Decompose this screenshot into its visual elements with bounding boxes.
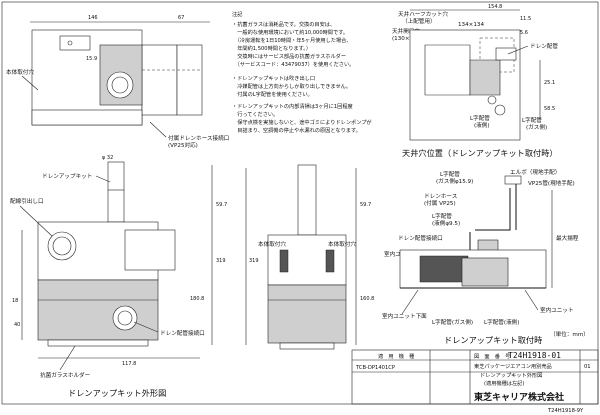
label-fixing-hole-plan: 本体取付穴 xyxy=(6,68,34,76)
install-unit-note: （単位：mm） xyxy=(550,330,589,338)
note-line-0: ・抗菌ガラスは消耗品です。交換の目安は、 xyxy=(232,20,335,28)
front-drain-pipe xyxy=(107,161,125,223)
title-block: 適 用 機 種 図 面 番 号 T24H1918-01 TCB-DP1401CP… xyxy=(351,349,599,414)
dim-40: 40 xyxy=(14,322,20,328)
side-view: 本体取付穴 本体取付穴 59.7 160.8 319 xyxy=(245,164,374,350)
dim-58-5: 58.5 xyxy=(544,106,555,112)
tb-applicable-models: 適 用 機 種 xyxy=(378,352,414,360)
sheet-frame xyxy=(1,1,599,405)
front-body-lower xyxy=(37,279,159,341)
label-lift-height: 最大揚程 xyxy=(556,234,579,242)
note-line-11: 保守点検を実施しないと、途中ゴミによりドレンポンプが xyxy=(232,118,372,126)
label-upper-piping: （上配管用） xyxy=(402,17,436,25)
dim-154-8: 154.8 xyxy=(488,4,502,10)
label-gas: (ガス側) xyxy=(526,123,547,131)
dim-25-1: 25.1 xyxy=(544,80,555,86)
note-line-6: ・ドレンアップキットは吹き出し口 xyxy=(232,74,315,82)
label-l-pipe-gas-ceiling: L字配管 xyxy=(522,116,542,124)
dim-59-7-front: 59.7 xyxy=(216,202,227,208)
label-drain-hose-port: 付属ドレンホース接続口 xyxy=(168,134,229,142)
ceiling-view: 154.8 天井ハーフカット穴 （上配管用） 天井開口穴 (130×140) 1… xyxy=(392,4,558,158)
tb-desc-line3: (適用機種は左記) xyxy=(484,379,524,387)
label-drain-pipe-port: ドレン配管接続口 xyxy=(160,329,205,337)
install-view: エルボ（現地手配） L字配管 (ガス側φ15.9) VP25管(現地手配) ドレ… xyxy=(382,168,589,345)
label-l-pipe-liquid-install: L字配管 xyxy=(432,212,452,220)
label-indoor-unit-bottom: 室内ユニット下面 xyxy=(382,312,427,320)
note-line-12: 目詰まり、空調機の停止や水漏れの原因となります。 xyxy=(232,126,361,134)
label-ceiling-size: (130×140) xyxy=(392,36,422,42)
label-glass-holder: 抗菌ガラスホルダー xyxy=(40,371,91,379)
note-line-3: 年間約1,500時間となります。） xyxy=(232,44,311,52)
dim-146: 146 xyxy=(88,15,98,21)
note-line-10: 行ってください。 xyxy=(232,110,278,118)
dim-160-8-side: 160.8 xyxy=(360,296,374,302)
note-line-2: （冷房運転を1日10時間・年5ヶ月使用した場合、 xyxy=(232,36,352,44)
dim-180-8: 180.8 xyxy=(190,296,204,302)
drain-up-kit-block xyxy=(419,255,469,283)
label-l-pipe-liquid-bottom: L字配管(液側) xyxy=(484,318,519,326)
dim-18: 18 xyxy=(12,298,18,304)
label-knockout: 天井ハーフカット穴 xyxy=(398,10,448,18)
tb-model: TCB-DP1401CP xyxy=(355,365,395,371)
label-liquid: (液側) xyxy=(474,121,490,129)
note-line-5: （サービスコード：43479037）を使用ください。 xyxy=(232,60,354,68)
plan-view: 146 67 15.9 本体取付穴 付属ドレンホース接続口 (VP25対応) xyxy=(6,15,229,149)
note-line-9: ・ドレンアップキットの内部清掃は3ヶ月に1回程度 xyxy=(232,102,353,110)
dim-15-9: 15.9 xyxy=(86,56,97,62)
notes-header: 注記 xyxy=(232,10,242,18)
label-vp25-local: VP25管(現地手配) xyxy=(528,179,575,187)
label-indoor-unit: 室内ユニット xyxy=(540,306,574,314)
note-line-7: 冷媒配管は上方向からしか取り出しできません。 xyxy=(232,82,351,90)
notes-block: 注記 ・抗菌ガラスは消耗品です。交換の目安は、 一般的な使用環境において約10,… xyxy=(232,10,372,134)
tb-code: T24H1918-9Y xyxy=(547,408,584,414)
label-drain-up-kit: ドレンアップキット xyxy=(42,173,92,180)
side-body-lower xyxy=(267,284,347,344)
dim-319-front: 319 xyxy=(216,258,226,264)
label-ceiling-drain-pipe: ドレン配管 xyxy=(530,42,558,50)
dim-phi-32: φ 32 xyxy=(102,155,113,161)
label-vp25: (付属 VP25) xyxy=(424,199,456,207)
label-liquid-size: (液側φ9.5) xyxy=(432,219,460,227)
note-line-4: 交換時にはサービス部品の抗菌ガラスホルダー xyxy=(232,52,346,60)
dim-117-8: 117.8 xyxy=(122,361,136,367)
label-l-pipe-gas-bottom: L字配管(ガス側) xyxy=(432,318,473,326)
dim-319-side: 319 xyxy=(249,258,259,264)
label-drain-hose: ドレンホース xyxy=(424,193,458,200)
tb-desc-line1: 東芝パッケージエアコン用別売品 xyxy=(474,362,552,370)
tb-drawing-no: T24H1918-01 xyxy=(508,351,561,360)
label-l-pipe-liquid: L字配管 xyxy=(470,114,490,122)
tb-brand: 東芝キャリア株式会社 xyxy=(474,391,564,403)
front-view: φ 32 59.7 319 18 40 180.8 117.8 ドレンアップキッ… xyxy=(10,155,227,398)
dim-11-5: 11.5 xyxy=(520,16,531,22)
dim-67: 67 xyxy=(178,15,184,21)
front-view-title: ドレンアップキット外形図 xyxy=(68,388,166,398)
label-ceiling-opening: 天井開口穴 xyxy=(392,27,420,35)
label-cutout-size: 134×134 xyxy=(458,22,484,28)
label-install-drain-port: ドレン配管接続口 xyxy=(398,234,443,242)
dim-59-7-side: 59.7 xyxy=(360,202,371,208)
label-elbow: エルボ（現地手配） xyxy=(510,168,560,176)
note-line-8: 付属のL字配管を使用ください。 xyxy=(232,90,313,98)
label-side-fixing-hole-right: 本体取付穴 xyxy=(328,240,356,248)
label-side-fixing-hole-left: 本体取付穴 xyxy=(258,240,286,248)
ceiling-view-title: 天井穴位置（ドレンアップキット取付時） xyxy=(402,148,558,158)
label-l-pipe-gas: L字配管 xyxy=(440,170,460,178)
side-pipe xyxy=(297,164,317,236)
tb-drawing-no-label: 図 面 番 号 xyxy=(474,353,510,360)
label-piping-outlet: 配線引出し口 xyxy=(10,197,44,205)
note-line-1: 一般的な使用環境において約10,000時間です。 xyxy=(232,28,348,36)
label-gas-size: (ガス側φ15.9) xyxy=(436,177,473,185)
install-view-title: ドレンアップキット取付時 xyxy=(444,335,542,345)
tb-desc-line2: ドレンアップキット外形図 xyxy=(480,371,542,379)
tb-revision: 01 xyxy=(584,364,591,370)
label-vp25-front: (VP25対応) xyxy=(168,141,198,149)
dim-5-6: 5.6 xyxy=(520,30,528,36)
